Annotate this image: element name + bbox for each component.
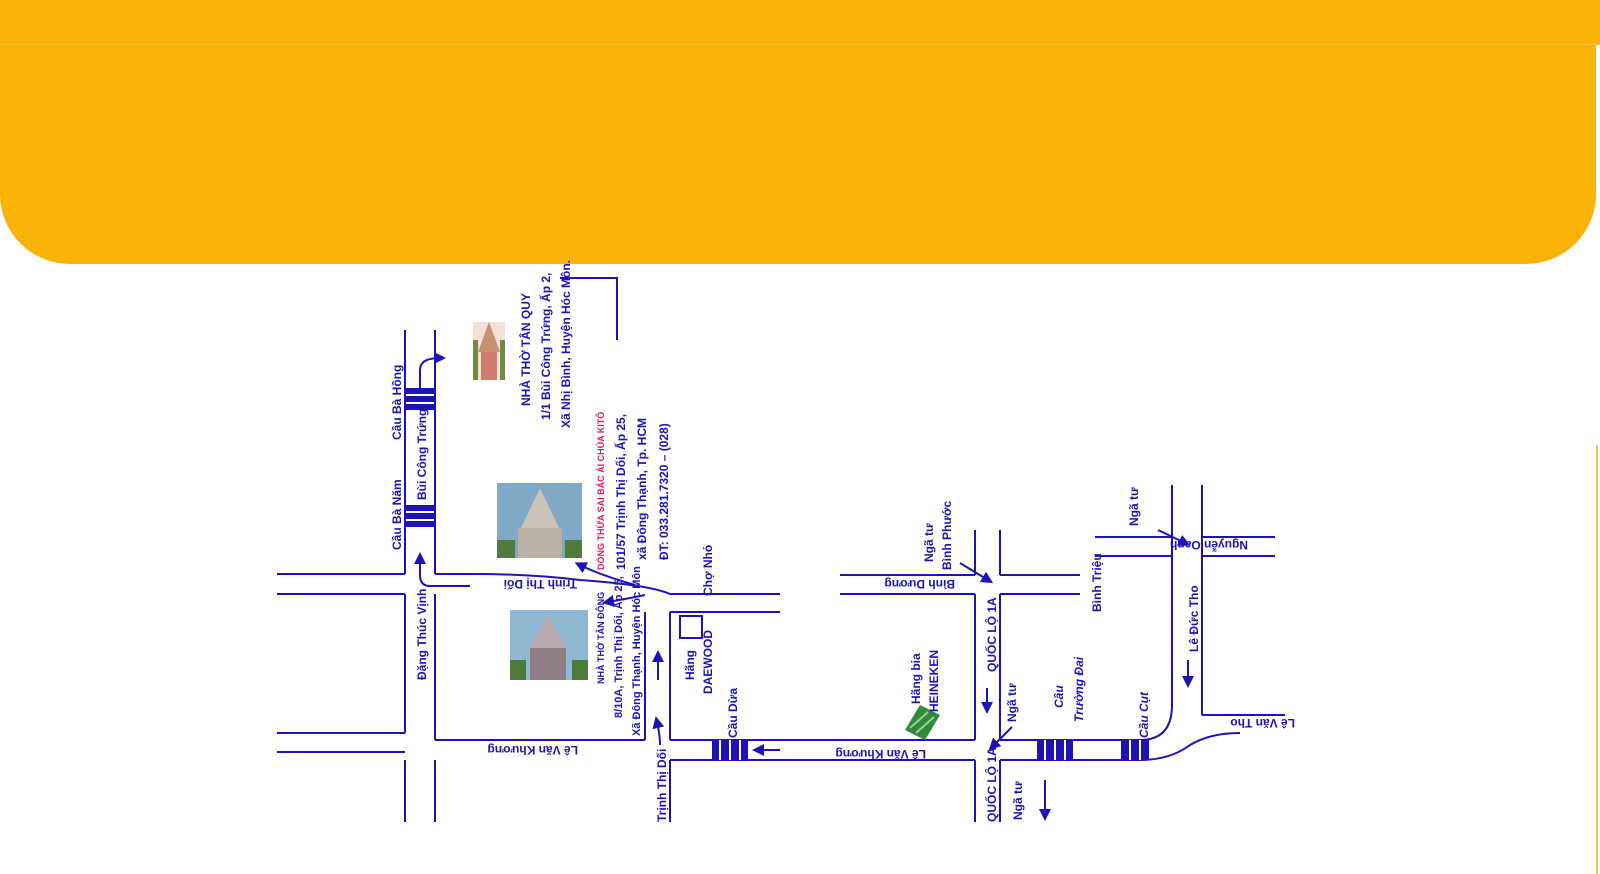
arrow-icon: [988, 726, 1013, 751]
arrow-icon: [1157, 529, 1191, 546]
factory-icon: [905, 705, 940, 740]
direction-arrows: [414, 352, 1194, 821]
label-nga-tu-binh-phuoc-1: Ngã tư: [922, 523, 936, 562]
right-edge-rule: [1596, 445, 1598, 874]
label-cho-nho: Chợ Nhỏ: [701, 545, 715, 596]
label-cau-cut: Cầu Cụt: [1137, 691, 1151, 738]
label-heineken: HEINEKEN: [927, 650, 941, 712]
label-dang-thuc-vinh: Đặng Thúc Vịnh: [415, 589, 429, 680]
label-cau-truong-dai-2: Trường Đai: [1072, 656, 1086, 722]
label-daewood: DAEWOOD: [701, 630, 715, 694]
place-tan-quy-name: NHÀ THỜ TÂN QUY: [518, 293, 533, 406]
label-trinh-thi-doi-bottom: Trịnh Thị Dối: [655, 749, 669, 822]
place-tan-dong-name: NHÀ THỜ TÂN ĐÔNG: [595, 592, 606, 684]
place-dong-thua-sai-line2: xã Đông Thạnh, Tp. HCM: [635, 418, 649, 560]
label-nga-tu-right: Ngã tư: [1127, 487, 1141, 526]
arrow-icon: [414, 552, 470, 587]
label-bui-cong-trung: Bùi Công Trứng: [415, 409, 429, 500]
label-cau-ba-nam: Cầu Bà Năm: [390, 479, 404, 550]
arrow-icon: [959, 562, 994, 584]
place-tan-quy-line2: Xã Nhị Bình, Huyện Hóc Môn.: [559, 260, 573, 428]
label-le-duc-tho: Lê Đức Tho: [1187, 585, 1201, 652]
header-bar: [0, 0, 1600, 44]
label-le-van-khuong-mid: Lê Văn Khương: [835, 747, 926, 761]
place-dong-thua-sai-name: DÒNG THỪA SAI BÁC ÁI CHÚA KITÔ: [595, 412, 606, 570]
label-quoc-lo-1a-bottom: QUỐC LỘ 1A: [984, 747, 999, 822]
place-tan-dong-line1: 8/10A, Trịnh Thị Dối, Ấp 25,: [612, 576, 625, 718]
church-icon: [473, 322, 505, 380]
cathedral-icon: [497, 483, 582, 558]
cathedral-icon: [510, 610, 588, 680]
arrow-icon: [652, 716, 665, 746]
label-le-van-khuong-left: Lê Văn Khương: [487, 743, 578, 757]
label-quoc-lo-1a-top: QUỐC LỘ 1A: [984, 597, 999, 672]
place-tan-dong-line2: Xã Đông Thạnh, Huyện Hóc Môn: [631, 566, 643, 736]
bridge-ba-hong: [406, 388, 434, 410]
label-nga-tu-mid: Ngã tư: [1005, 683, 1019, 722]
label-nguyen-oanh: Nguyễn Oanh: [1170, 538, 1248, 553]
arrow-icon: [574, 562, 636, 586]
label-hang-bia: Hãng bia: [909, 653, 923, 704]
label-cau-dua: Cầu Dừa: [726, 688, 740, 738]
bridge-ba-nam: [406, 505, 434, 527]
label-trinh-thi-doi-top: Trịnh Thị Dối: [504, 577, 577, 591]
label-nga-tu-bottom: Ngã tư: [1011, 781, 1025, 820]
place-dong-thua-sai: DÒNG THỪA SAI BÁC ÁI CHÚA KITÔ 101/57 Tr…: [595, 412, 671, 570]
bridge-cau-cut: [1121, 740, 1149, 760]
place-tan-dong: NHÀ THỜ TÂN ĐÔNG 8/10A, Trịnh Thị Dối, Ấ…: [595, 566, 643, 736]
label-binh-duong: Bình Dương: [884, 577, 955, 591]
label-nga-tu-binh-phuoc-2: Bình Phước: [940, 500, 954, 570]
header-panel: [0, 44, 1596, 264]
label-binh-trieu: Bình Triệu: [1090, 553, 1104, 612]
place-tan-quy-line1: 1/1 Bùi Công Trứng, Ấp 2,: [538, 273, 553, 420]
label-hang: Hãng: [683, 650, 697, 680]
daewood-building: [679, 615, 703, 639]
label-le-van-tho: Lê Văn Tho: [1230, 716, 1295, 730]
arrow-icon: [602, 594, 646, 607]
label-cau-ba-hong: Cầu Bà Hồng: [390, 365, 404, 440]
place-dong-thua-sai-line1: 101/57 Trịnh Thị Dối, Ấp 25,: [613, 414, 628, 570]
place-dong-thua-sai-line3: ĐT: 033.281.7320 – (028): [657, 423, 671, 560]
place-tan-quy: NHÀ THỜ TÂN QUY 1/1 Bùi Công Trứng, Ấp 2…: [518, 260, 573, 428]
arrow-icon: [419, 352, 446, 388]
header-divider: [0, 44, 1600, 45]
label-cau-truong-dai-1: Cầu: [1052, 685, 1066, 708]
